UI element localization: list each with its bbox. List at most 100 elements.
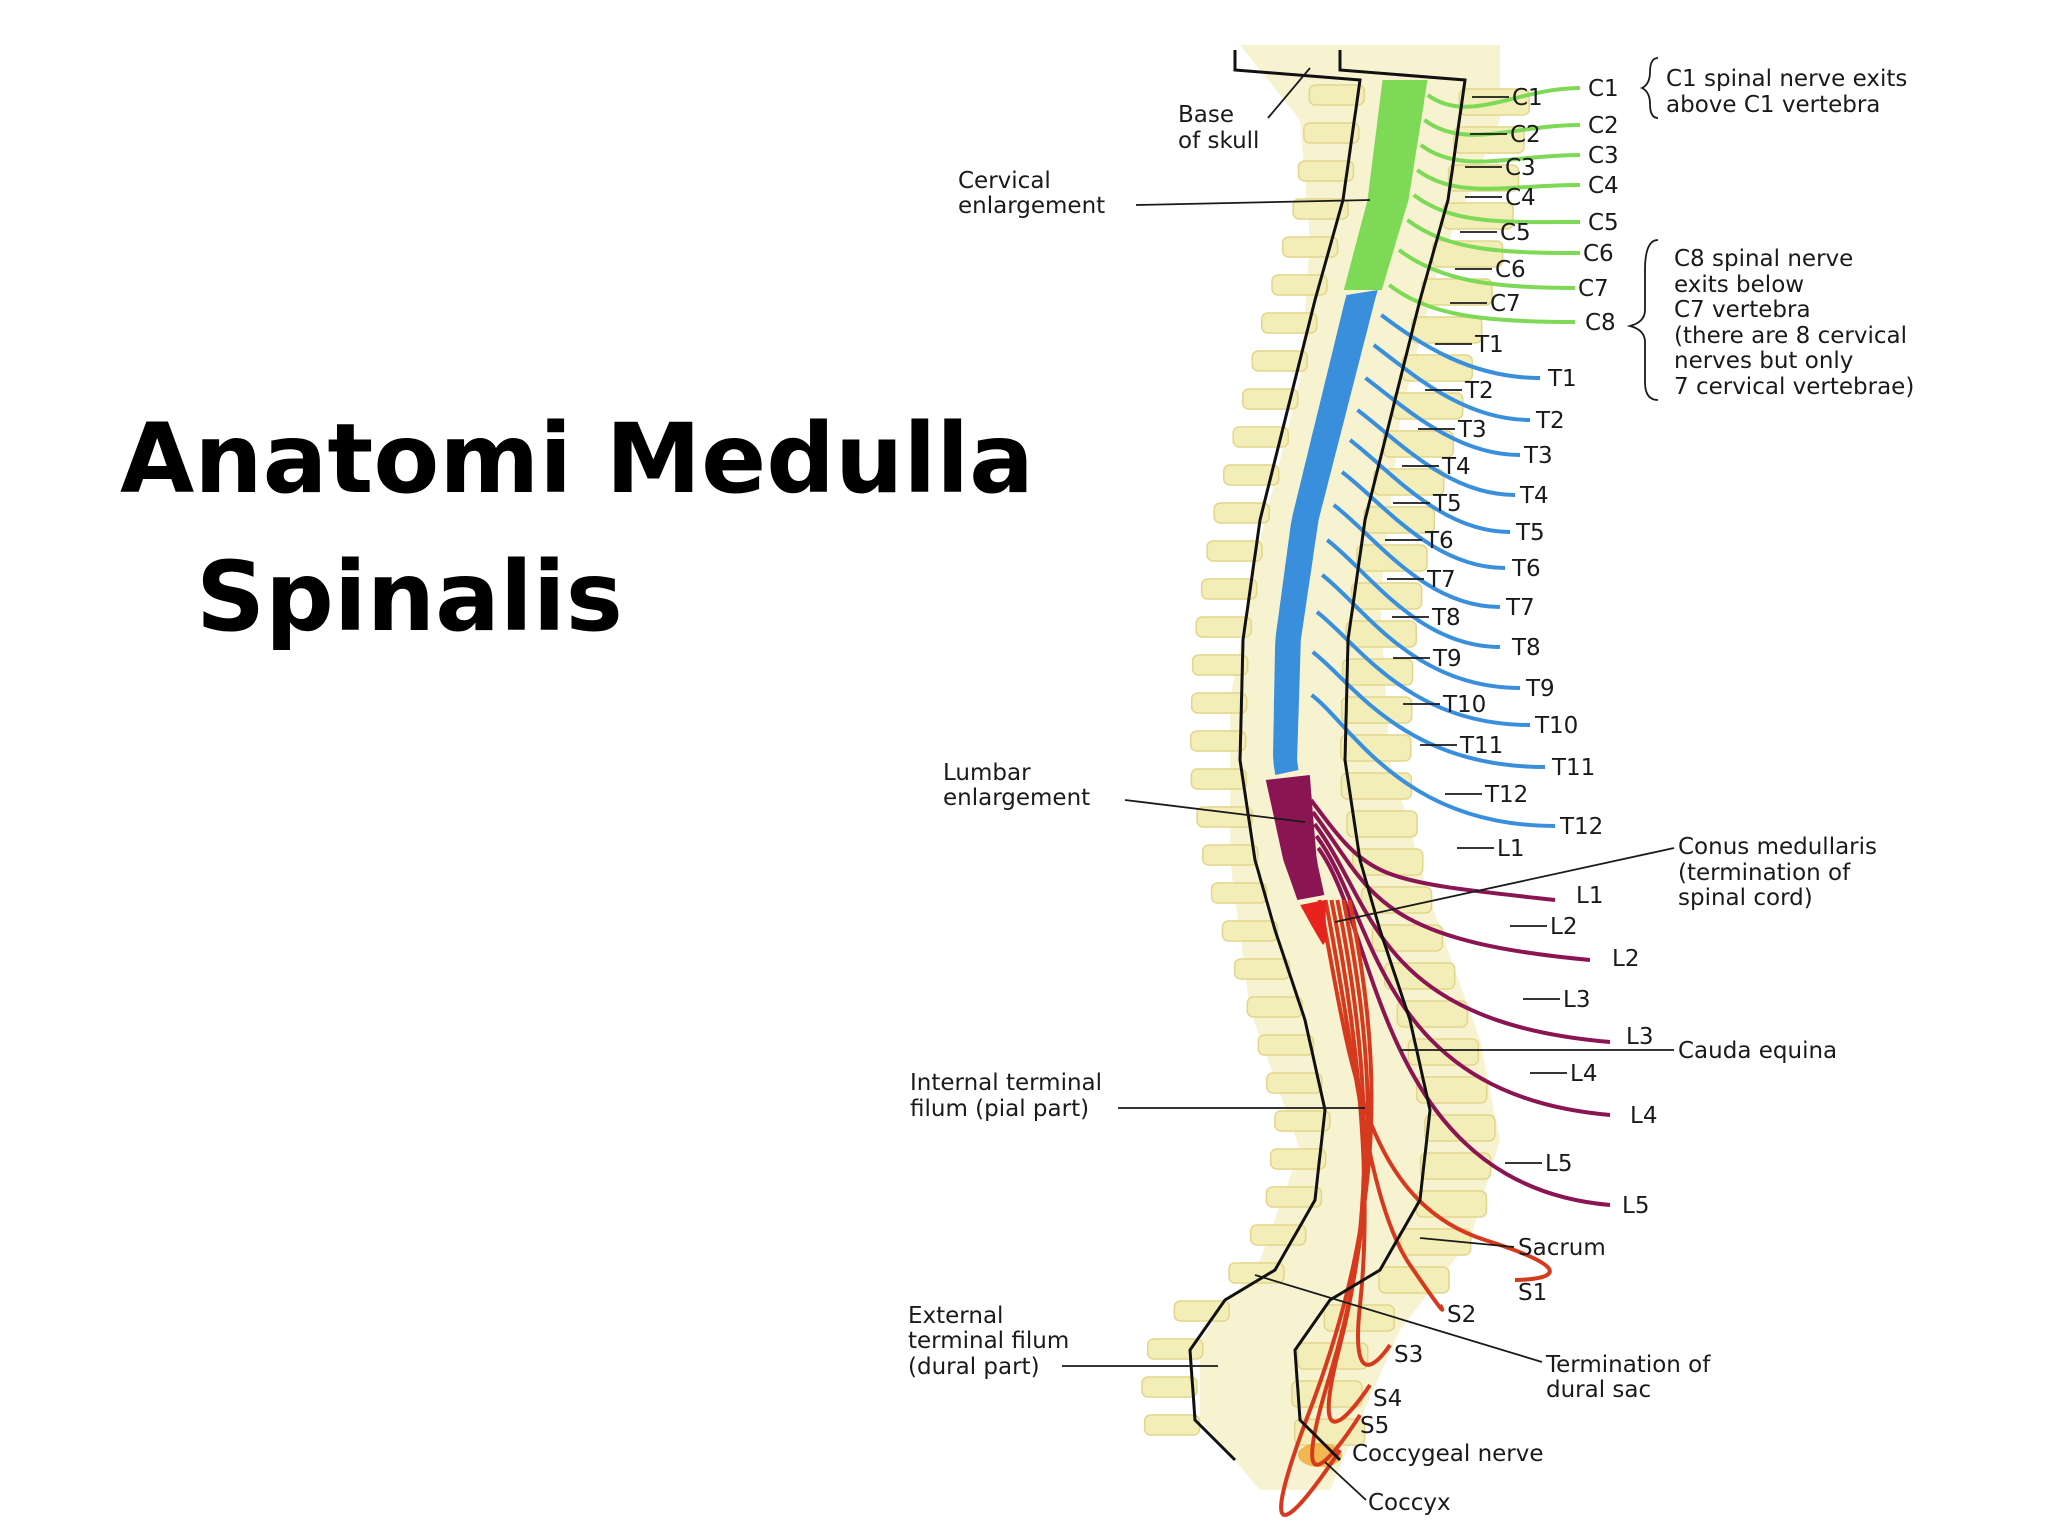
cervical-enlargement-label-2: enlargement xyxy=(958,193,1105,219)
nerve-label-t8: T8 xyxy=(1511,635,1541,661)
external-filum-label-2: terminal filum xyxy=(908,1328,1069,1354)
vertebral-body xyxy=(1415,1190,1488,1218)
nerve-label-l4: L4 xyxy=(1630,1103,1657,1129)
nerve-label-c5: C5 xyxy=(1588,210,1619,236)
spinal-nerve-t5 xyxy=(1348,438,1511,534)
nerve-label-c1: C1 xyxy=(1588,76,1619,102)
spinous-process xyxy=(1308,84,1366,106)
spinal-nerve-t11 xyxy=(1311,650,1546,769)
spinal-nerve-c3 xyxy=(1419,143,1581,164)
thoracic-segment xyxy=(1273,290,1378,775)
vertebral-body xyxy=(1345,620,1418,648)
c8-callout-line6: 7 cervical vertebrae) xyxy=(1674,374,1914,400)
spinal-nerve-l3 xyxy=(1312,822,1611,1044)
nerve-label-t12: T12 xyxy=(1559,814,1603,840)
vertebra-label-t3: T3 xyxy=(1457,417,1487,443)
vertebra-label-c6: C6 xyxy=(1495,257,1526,283)
diagram-labels: C1C2C3C4C5C6C7T1T2T3T4T5T6T7T8T9T10T11T1… xyxy=(908,57,1914,1516)
internal-filum-label-2: filum (pial part) xyxy=(910,1096,1089,1122)
title-line-1: Anatomi Medulla xyxy=(120,403,1034,515)
c1-callout-line1: C1 spinal nerve exits xyxy=(1666,66,1907,92)
vertebral-column xyxy=(1141,45,1531,1490)
base-of-skull-label-1: Base xyxy=(1178,102,1234,128)
spinal-nerve-l1 xyxy=(1309,798,1556,902)
spinous-process xyxy=(1223,464,1280,486)
vertebra-label-t11: T11 xyxy=(1459,733,1503,759)
spinal-nerve-co xyxy=(1279,899,1374,1517)
spinal-nerve-l5 xyxy=(1316,846,1611,1207)
spinous-process xyxy=(1228,1262,1285,1284)
spinous-process xyxy=(1292,198,1349,220)
coccyx-leader xyxy=(1324,1461,1367,1501)
lumbar-enlargement-label-1: Lumbar xyxy=(943,760,1031,786)
nerve-label-s5: S5 xyxy=(1360,1413,1389,1439)
nerve-label-t3: T3 xyxy=(1523,443,1553,469)
vertebra-label-t8: T8 xyxy=(1431,605,1461,631)
nerve-label-t11: T11 xyxy=(1551,755,1595,781)
c8-callout-line4: (there are 8 cervical xyxy=(1674,323,1907,349)
dural-sac-label-1: Termination of xyxy=(1545,1352,1711,1378)
spinal-nerve-c4 xyxy=(1416,168,1581,191)
vertebra-label-t9: T9 xyxy=(1432,646,1462,672)
spinal-nerve-t6 xyxy=(1340,470,1506,570)
internal-filum-label-1: Internal terminal xyxy=(910,1070,1102,1096)
dural-sac-outline xyxy=(1188,50,1467,1462)
c8-callout-line2: exits below xyxy=(1674,272,1804,298)
conus-medullaris-leader xyxy=(1334,847,1675,923)
spinal-nerve-l2 xyxy=(1311,810,1591,962)
spinal-nerve-c7 xyxy=(1397,248,1576,290)
vertebra-label-l2: L2 xyxy=(1550,914,1577,940)
spinous-process xyxy=(1195,616,1253,638)
nerve-label-t9: T9 xyxy=(1525,676,1555,702)
spinous-process xyxy=(1261,312,1318,334)
nerve-label-c4: C4 xyxy=(1588,173,1619,199)
spinous-process xyxy=(1210,882,1268,904)
spinous-process xyxy=(1200,578,1258,600)
nerve-label-t1: T1 xyxy=(1547,366,1577,392)
conus-medullaris-label-1: Conus medullaris xyxy=(1678,834,1877,860)
spinal-nerve-c6 xyxy=(1406,218,1581,255)
vertebra-label-t10: T10 xyxy=(1442,692,1486,718)
cauda-equina-label: Cauda equina xyxy=(1678,1038,1837,1064)
vertebra-label-l5: L5 xyxy=(1545,1151,1572,1177)
nerve-label-c7: C7 xyxy=(1578,276,1609,302)
nerve-label-c3: C3 xyxy=(1588,143,1619,169)
brace-c1 xyxy=(1639,57,1659,119)
spinous-process xyxy=(1189,730,1247,752)
vertebra-label-c4: C4 xyxy=(1505,185,1536,211)
lumbar-segment xyxy=(1265,775,1325,900)
vertebra-label-l1: L1 xyxy=(1497,836,1524,862)
c8-callout-line1: C8 spinal nerve xyxy=(1674,246,1853,272)
c8-callout-line5: nerves but only xyxy=(1674,348,1853,374)
nerve-label-s1: S1 xyxy=(1518,1280,1547,1306)
external-filum-label-3: (dural part) xyxy=(908,1354,1040,1380)
spinous-process xyxy=(1190,692,1248,714)
spinous-process xyxy=(1143,1414,1201,1436)
spinous-process xyxy=(1206,540,1263,562)
nerve-label-c2: C2 xyxy=(1588,113,1619,139)
spinal-nerve-c5 xyxy=(1412,193,1581,225)
nerve-label-s4: S4 xyxy=(1373,1386,1402,1412)
brace-c8 xyxy=(1626,239,1659,401)
conus-medullaris-label-2: (termination of xyxy=(1678,860,1851,886)
vertebral-body xyxy=(1416,1076,1488,1104)
spinal-nerve-t9 xyxy=(1321,573,1521,690)
coccyx-label: Coccyx xyxy=(1368,1490,1451,1516)
c8-callout-line3: C7 vertebra xyxy=(1674,297,1811,323)
spinous-process xyxy=(1196,806,1253,828)
vertebral-body xyxy=(1378,1266,1450,1294)
dural-sac-label-2: dural sac xyxy=(1546,1377,1651,1403)
vertebral-body xyxy=(1411,316,1483,344)
vertebra-label-t1: T1 xyxy=(1474,332,1504,358)
vertebral-body xyxy=(1346,810,1418,838)
slide-title: Anatomi Medulla Spinalis xyxy=(120,390,1034,666)
coccygeal-nerve-label: Coccygeal nerve xyxy=(1352,1441,1544,1467)
vertebra-label-c2: C2 xyxy=(1510,122,1541,148)
spinous-process xyxy=(1274,1110,1331,1132)
spinous-process xyxy=(1303,122,1360,144)
nerve-label-l3: L3 xyxy=(1626,1024,1653,1050)
conus-medullaris-label-3: spinal cord) xyxy=(1678,885,1813,911)
title-line-2: Spinalis xyxy=(196,541,623,653)
vertebral-body xyxy=(1401,354,1473,382)
